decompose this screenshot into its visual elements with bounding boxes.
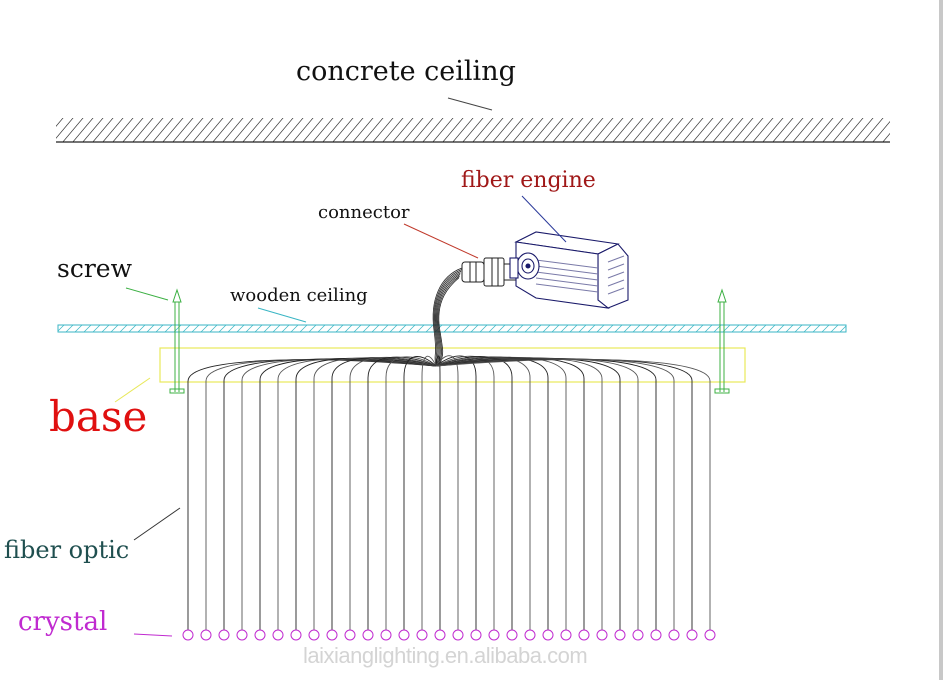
fiber-optic-strand [331, 357, 437, 630]
fiber-optic-strand [187, 359, 437, 630]
fiber-bundle [187, 267, 711, 630]
crystal [182, 629, 194, 641]
crystal [434, 629, 446, 641]
crystal [542, 629, 554, 641]
base-label: base [49, 392, 148, 441]
fiber-optic-strand [435, 358, 657, 630]
fiber-optic-strand [241, 358, 437, 630]
fiber-optic-strand [435, 357, 603, 630]
base-leader-line [114, 377, 151, 403]
crystal [614, 629, 626, 641]
crystal [506, 629, 518, 641]
screw-label: screw [57, 254, 132, 283]
wooden-ceiling [57, 307, 847, 333]
crystal [272, 629, 284, 641]
crystal [200, 629, 212, 641]
fiber-bundle-strand [436, 274, 461, 367]
image-border [939, 0, 943, 680]
connector [461, 257, 517, 287]
fiber-optic-strand [435, 356, 567, 630]
crystal [488, 629, 500, 641]
fiber-engine-label: fiber engine [461, 168, 596, 193]
fiber-optic-strand [259, 358, 437, 630]
fiber-bundle-strand [435, 272, 461, 367]
fiber-optic-strand [205, 359, 437, 630]
crystal [236, 629, 248, 641]
crystal [704, 629, 716, 641]
crystal [380, 629, 392, 641]
crystal [308, 629, 320, 641]
fiber-optic-strand [435, 358, 693, 630]
fiber-optic-strand [435, 355, 495, 630]
fiber-optic-strand [435, 356, 549, 630]
crystal [650, 629, 662, 641]
base-plate [114, 347, 746, 403]
screw-left [169, 288, 185, 394]
crystal [344, 629, 356, 641]
screw-right [714, 288, 730, 394]
fiber-bundle-strand [433, 269, 462, 367]
crystal [452, 629, 464, 641]
crystal-label: crystal [18, 607, 108, 637]
fiber-optic-strand [385, 356, 437, 630]
fiber-optic-strand [223, 358, 437, 630]
crystal-row [182, 629, 716, 641]
concrete-leader-line [447, 97, 493, 111]
fiber-optic-strand [435, 356, 531, 630]
crystal [416, 629, 428, 641]
wooden-ceiling-label: wooden ceiling [230, 285, 368, 306]
fiber-optic-strand [435, 356, 513, 630]
fiber-optic-strand [435, 355, 477, 630]
fiber-bundle-strand [432, 267, 463, 367]
fiber-engine-leader-line [521, 195, 567, 243]
fiber-optic-leader-line [133, 507, 181, 541]
crystal [632, 629, 644, 641]
fiber-optic-strand [295, 357, 437, 630]
fiber-optic-strand [403, 356, 437, 630]
fiber-optic-strand [435, 359, 711, 630]
crystal [362, 629, 374, 641]
fiber-optic-strand [313, 357, 437, 630]
concrete-ceiling-label: concrete ceiling [296, 56, 516, 87]
fiber-optic-strand [349, 356, 437, 630]
wooden-ceiling-leader-line [257, 307, 307, 323]
watermark: LAIXIANGLIGHTING.EN.ALIBABA.COM [303, 643, 588, 668]
crystal [470, 629, 482, 641]
crystal [326, 629, 338, 641]
concrete-ceiling [56, 97, 890, 143]
screw-leader-line [125, 287, 169, 301]
fiber-optic-strand [435, 355, 459, 630]
connector-leader-line [403, 223, 479, 259]
connector-label: connector [318, 202, 410, 223]
fiber-bundle-strand [437, 275, 460, 367]
fiber-optic-strand [435, 358, 639, 630]
fiber-bundle-strand [438, 277, 460, 367]
fiber-optic-strand [435, 357, 621, 630]
crystal [524, 629, 536, 641]
crystal [218, 629, 230, 641]
crystal [560, 629, 572, 641]
fiber-optic-strand [367, 356, 437, 630]
fiber-optic-label: fiber optic [4, 536, 130, 564]
crystal [578, 629, 590, 641]
crystal [290, 629, 302, 641]
crystal [668, 629, 680, 641]
fiber-optic-strand [421, 355, 437, 630]
fiber-engine-box [509, 231, 629, 309]
crystal [398, 629, 410, 641]
crystal-leader-line [133, 633, 173, 637]
fiber-optic-strand [277, 358, 437, 630]
crystal [254, 629, 266, 641]
crystal [596, 629, 608, 641]
crystal [686, 629, 698, 641]
fiber-optic-strand [435, 355, 441, 630]
